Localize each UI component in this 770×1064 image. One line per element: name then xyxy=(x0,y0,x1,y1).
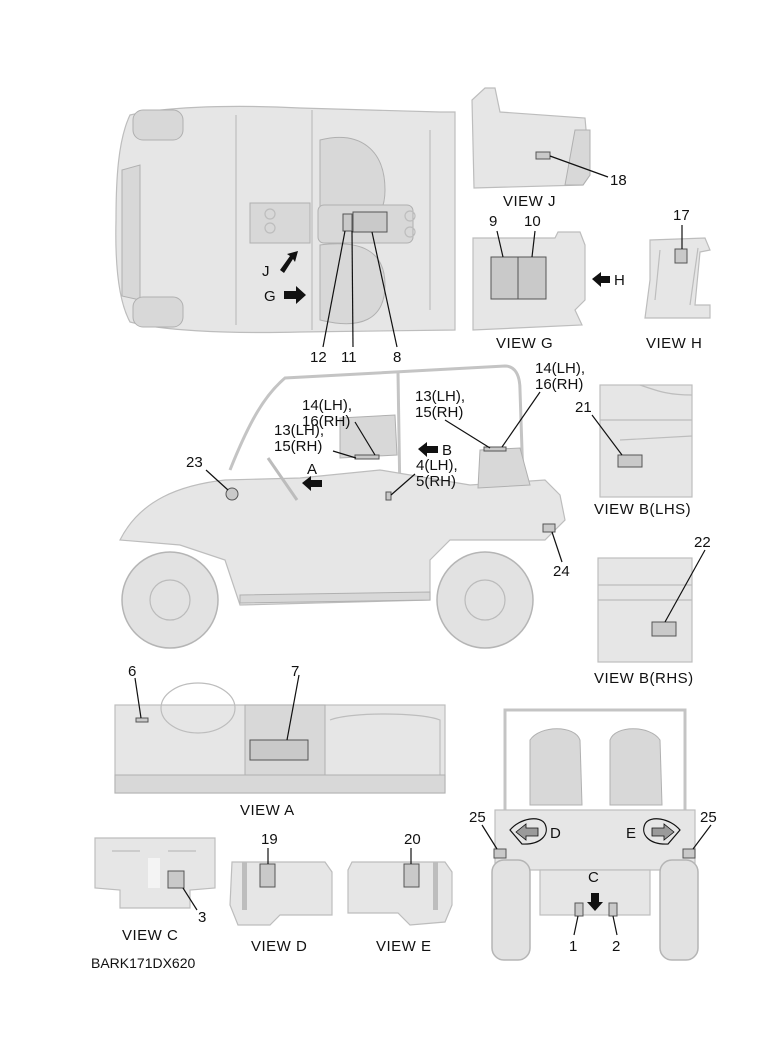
label-21-marker xyxy=(617,454,643,468)
label-2-marker xyxy=(608,902,618,917)
view-arrow-b: B xyxy=(418,442,452,459)
svg-text:J: J xyxy=(262,263,270,280)
view-d-illustration xyxy=(229,861,333,926)
callout-15-front-line2: 15(RH) xyxy=(274,438,322,455)
callout-4-line1: 4(LH), xyxy=(416,457,458,474)
arrow-icon xyxy=(302,476,322,491)
label-6-marker xyxy=(135,717,149,723)
svg-text:H: H xyxy=(614,272,625,289)
top-view-vehicle xyxy=(115,105,456,334)
label-18-marker xyxy=(535,151,551,160)
arrow-icon xyxy=(651,823,675,841)
view-arrow-g: G xyxy=(264,286,306,305)
view-arrow-e: E xyxy=(626,818,681,845)
view-h-illustration xyxy=(644,237,711,319)
arrow-icon xyxy=(280,251,298,273)
arrow-icon xyxy=(515,823,539,841)
svg-text:E: E xyxy=(626,825,636,842)
label-17-marker xyxy=(674,248,688,264)
view-arrow-c: C xyxy=(587,869,603,911)
view-b-rhs-label: VIEW B(RHS) xyxy=(594,670,694,687)
label-4-5-marker xyxy=(385,491,392,501)
view-arrow-h: H xyxy=(592,272,625,289)
callout-25-left: 25 xyxy=(469,809,486,826)
callout-24: 24 xyxy=(553,563,570,580)
view-arrow-d: D xyxy=(509,818,561,845)
callout-2: 2 xyxy=(612,938,620,955)
callout-21: 21 xyxy=(575,399,592,416)
label-8-marker xyxy=(352,211,388,233)
view-a-label: VIEW A xyxy=(240,802,295,819)
callout-18: 18 xyxy=(610,172,627,189)
view-b-lhs-illustration xyxy=(599,384,693,498)
callout-9: 9 xyxy=(489,213,497,230)
svg-text:A: A xyxy=(307,461,317,478)
callout-17: 17 xyxy=(673,207,690,224)
side-view-vehicle xyxy=(119,364,566,649)
callout-14-front-line1: 14(LH), xyxy=(302,397,352,414)
callout-7: 7 xyxy=(291,663,299,680)
view-d-label: VIEW D xyxy=(251,938,307,955)
callout-13-front-line1: 13(LH), xyxy=(274,422,324,439)
diagram-code: BARK171DX620 xyxy=(91,955,196,971)
label-7-marker xyxy=(249,739,309,761)
svg-text:G: G xyxy=(264,288,276,305)
callout-12: 12 xyxy=(310,349,327,366)
label-10-marker xyxy=(517,256,547,300)
view-h-label: VIEW H xyxy=(646,335,702,352)
callout-19: 19 xyxy=(261,831,278,848)
label-9-marker xyxy=(490,256,519,300)
callout-10: 10 xyxy=(524,213,541,230)
callout-14-rear-line1: 14(LH), xyxy=(535,360,585,377)
view-e-label: VIEW E xyxy=(376,938,432,955)
view-c-label: VIEW C xyxy=(122,927,178,944)
callout-13-rear-line1: 13(LH), xyxy=(415,388,465,405)
label-23-marker xyxy=(225,487,239,501)
callout-22: 22 xyxy=(694,534,711,551)
label-25-left-marker xyxy=(493,848,507,859)
label-12-11-marker xyxy=(342,213,353,232)
label-25-right-marker xyxy=(682,848,696,859)
label-22-marker xyxy=(651,621,677,637)
callout-20: 20 xyxy=(404,831,421,848)
arrow-icon xyxy=(587,893,603,911)
callout-23: 23 xyxy=(186,454,203,471)
label-13-15-front-marker xyxy=(354,454,380,460)
callout-15-rear-line2: 15(RH) xyxy=(415,404,463,421)
svg-text:C: C xyxy=(588,869,599,886)
svg-text:D: D xyxy=(550,825,561,842)
view-b-lhs-label: VIEW B(LHS) xyxy=(594,501,691,518)
svg-text:B: B xyxy=(442,442,452,459)
view-a-illustration xyxy=(114,682,446,794)
view-e-illustration xyxy=(347,861,453,926)
callout-6: 6 xyxy=(128,663,136,680)
label-24-marker xyxy=(542,523,556,533)
label-3-marker xyxy=(167,870,185,889)
callout-1: 1 xyxy=(569,938,577,955)
view-arrow-j: J xyxy=(262,251,298,280)
arrow-icon xyxy=(418,442,438,457)
view-j-label: VIEW J xyxy=(503,193,556,210)
view-c-illustration xyxy=(94,837,216,909)
label-20-marker xyxy=(403,863,420,888)
view-arrow-a: A xyxy=(302,461,322,491)
rear-view-vehicle xyxy=(491,708,699,961)
view-b-rhs-illustration xyxy=(597,557,693,663)
label-13-15-rear-marker xyxy=(483,446,507,452)
callout-5-line2: 5(RH) xyxy=(416,473,456,490)
view-g-label: VIEW G xyxy=(496,335,553,352)
callout-16-rear-line2: 16(RH) xyxy=(535,376,583,393)
callout-25-right: 25 xyxy=(700,809,717,826)
arrow-icon xyxy=(284,286,306,304)
callout-8: 8 xyxy=(393,349,401,366)
label-19-marker xyxy=(259,863,276,888)
label-1-marker xyxy=(574,902,584,917)
callout-11: 11 xyxy=(341,349,357,366)
arrow-icon xyxy=(592,272,610,287)
view-j-illustration xyxy=(471,87,591,189)
callout-3: 3 xyxy=(198,909,206,926)
callout-16-front-line2: 16(RH) xyxy=(302,413,350,430)
